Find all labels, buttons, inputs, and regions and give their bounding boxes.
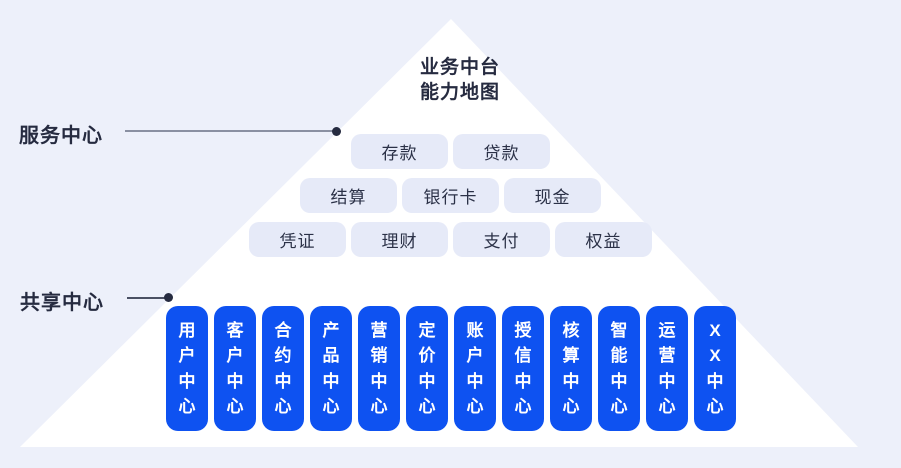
pillar-product-center: 产品中心	[310, 306, 352, 431]
service-pill-row-1: 存款 贷款	[351, 134, 550, 169]
capability-pill-cash: 现金	[504, 178, 601, 213]
pillar-label: 运营中心	[658, 320, 676, 417]
pillar-accounting-center: 核算中心	[550, 306, 592, 431]
pillar-xx-center: XX中心	[694, 306, 736, 431]
pillar-operations-center: 运营中心	[646, 306, 688, 431]
pillar-label: 合约中心	[274, 320, 292, 417]
pillar-label: 用户中心	[178, 320, 196, 417]
pillar-label: 智能中心	[610, 320, 628, 417]
capability-pill-settlement: 结算	[300, 178, 397, 213]
shared-center-pillars: 用户中心 客户中心 合约中心 产品中心 营销中心 定价中心 账户中心 授信中心 …	[166, 306, 736, 431]
pillar-label: 账户中心	[466, 320, 484, 417]
pillar-label: 营销中心	[370, 320, 388, 417]
pillar-contract-center: 合约中心	[262, 306, 304, 431]
capability-pill-rights: 权益	[555, 222, 652, 257]
label-service-center: 服务中心	[19, 125, 103, 147]
pillar-label: 授信中心	[514, 320, 532, 417]
shared-center-connector-line	[127, 297, 166, 299]
capability-pill-wealth: 理财	[351, 222, 448, 257]
pillar-pricing-center: 定价中心	[406, 306, 448, 431]
diagram-title-line2: 能力地图	[419, 82, 500, 103]
pillar-marketing-center: 营销中心	[358, 306, 400, 431]
service-pill-row-2: 结算 银行卡 现金	[300, 178, 601, 213]
pillar-label: 定价中心	[418, 320, 436, 417]
service-pill-row-3: 凭证 理财 支付 权益	[249, 222, 652, 257]
shared-center-connector-dot	[164, 293, 173, 302]
service-center-connector-line	[125, 130, 333, 132]
diagram-title-line1: 业务中台	[419, 57, 500, 78]
pillar-credit-center: 授信中心	[502, 306, 544, 431]
pillar-label: XX中心	[706, 320, 724, 417]
capability-pill-payment: 支付	[453, 222, 550, 257]
label-shared-center: 共享中心	[20, 292, 104, 314]
capability-pill-bankcard: 银行卡	[402, 178, 499, 213]
capability-pill-deposit: 存款	[351, 134, 448, 169]
pillar-user-center: 用户中心	[166, 306, 208, 431]
pillar-customer-center: 客户中心	[214, 306, 256, 431]
pillar-intelligence-center: 智能中心	[598, 306, 640, 431]
diagram-title: 业务中台 能力地图	[395, 55, 525, 105]
pillar-label: 产品中心	[322, 320, 340, 417]
pillar-label: 核算中心	[562, 320, 580, 417]
service-center-connector-dot	[332, 127, 341, 136]
pillar-account-center: 账户中心	[454, 306, 496, 431]
capability-pill-loan: 贷款	[453, 134, 550, 169]
capability-pill-voucher: 凭证	[249, 222, 346, 257]
pillar-label: 客户中心	[226, 320, 244, 417]
